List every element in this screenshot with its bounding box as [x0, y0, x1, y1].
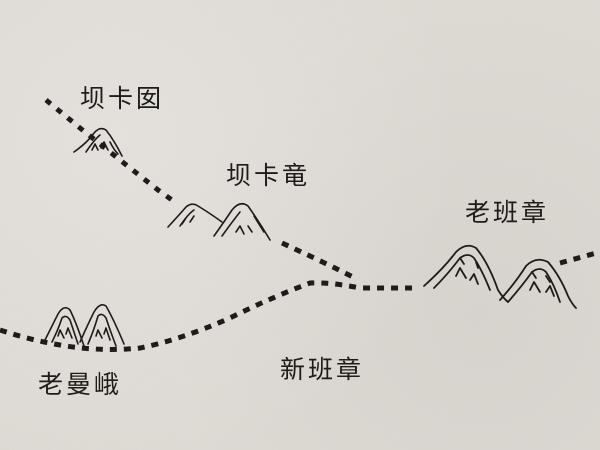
route-lower	[0, 280, 412, 352]
place-label-xinbanzhang: 新班章	[280, 355, 365, 384]
place-label-bakalong: 坝卡竜	[226, 161, 311, 190]
place-label-laobanzhang: 老班章	[465, 198, 550, 227]
route-upper-continued	[280, 240, 357, 281]
mountain-bakalong-icon	[167, 202, 271, 241]
mountain-bakanan-icon	[73, 127, 123, 157]
route-east	[559, 249, 600, 266]
mountain-laobanzhang-icon	[423, 244, 577, 309]
place-label-bakanan: 坝卡囡	[80, 84, 165, 113]
mountain-laomane-icon	[43, 304, 125, 347]
route-upper	[44, 98, 174, 203]
place-label-laomane: 老曼峨	[38, 370, 123, 399]
